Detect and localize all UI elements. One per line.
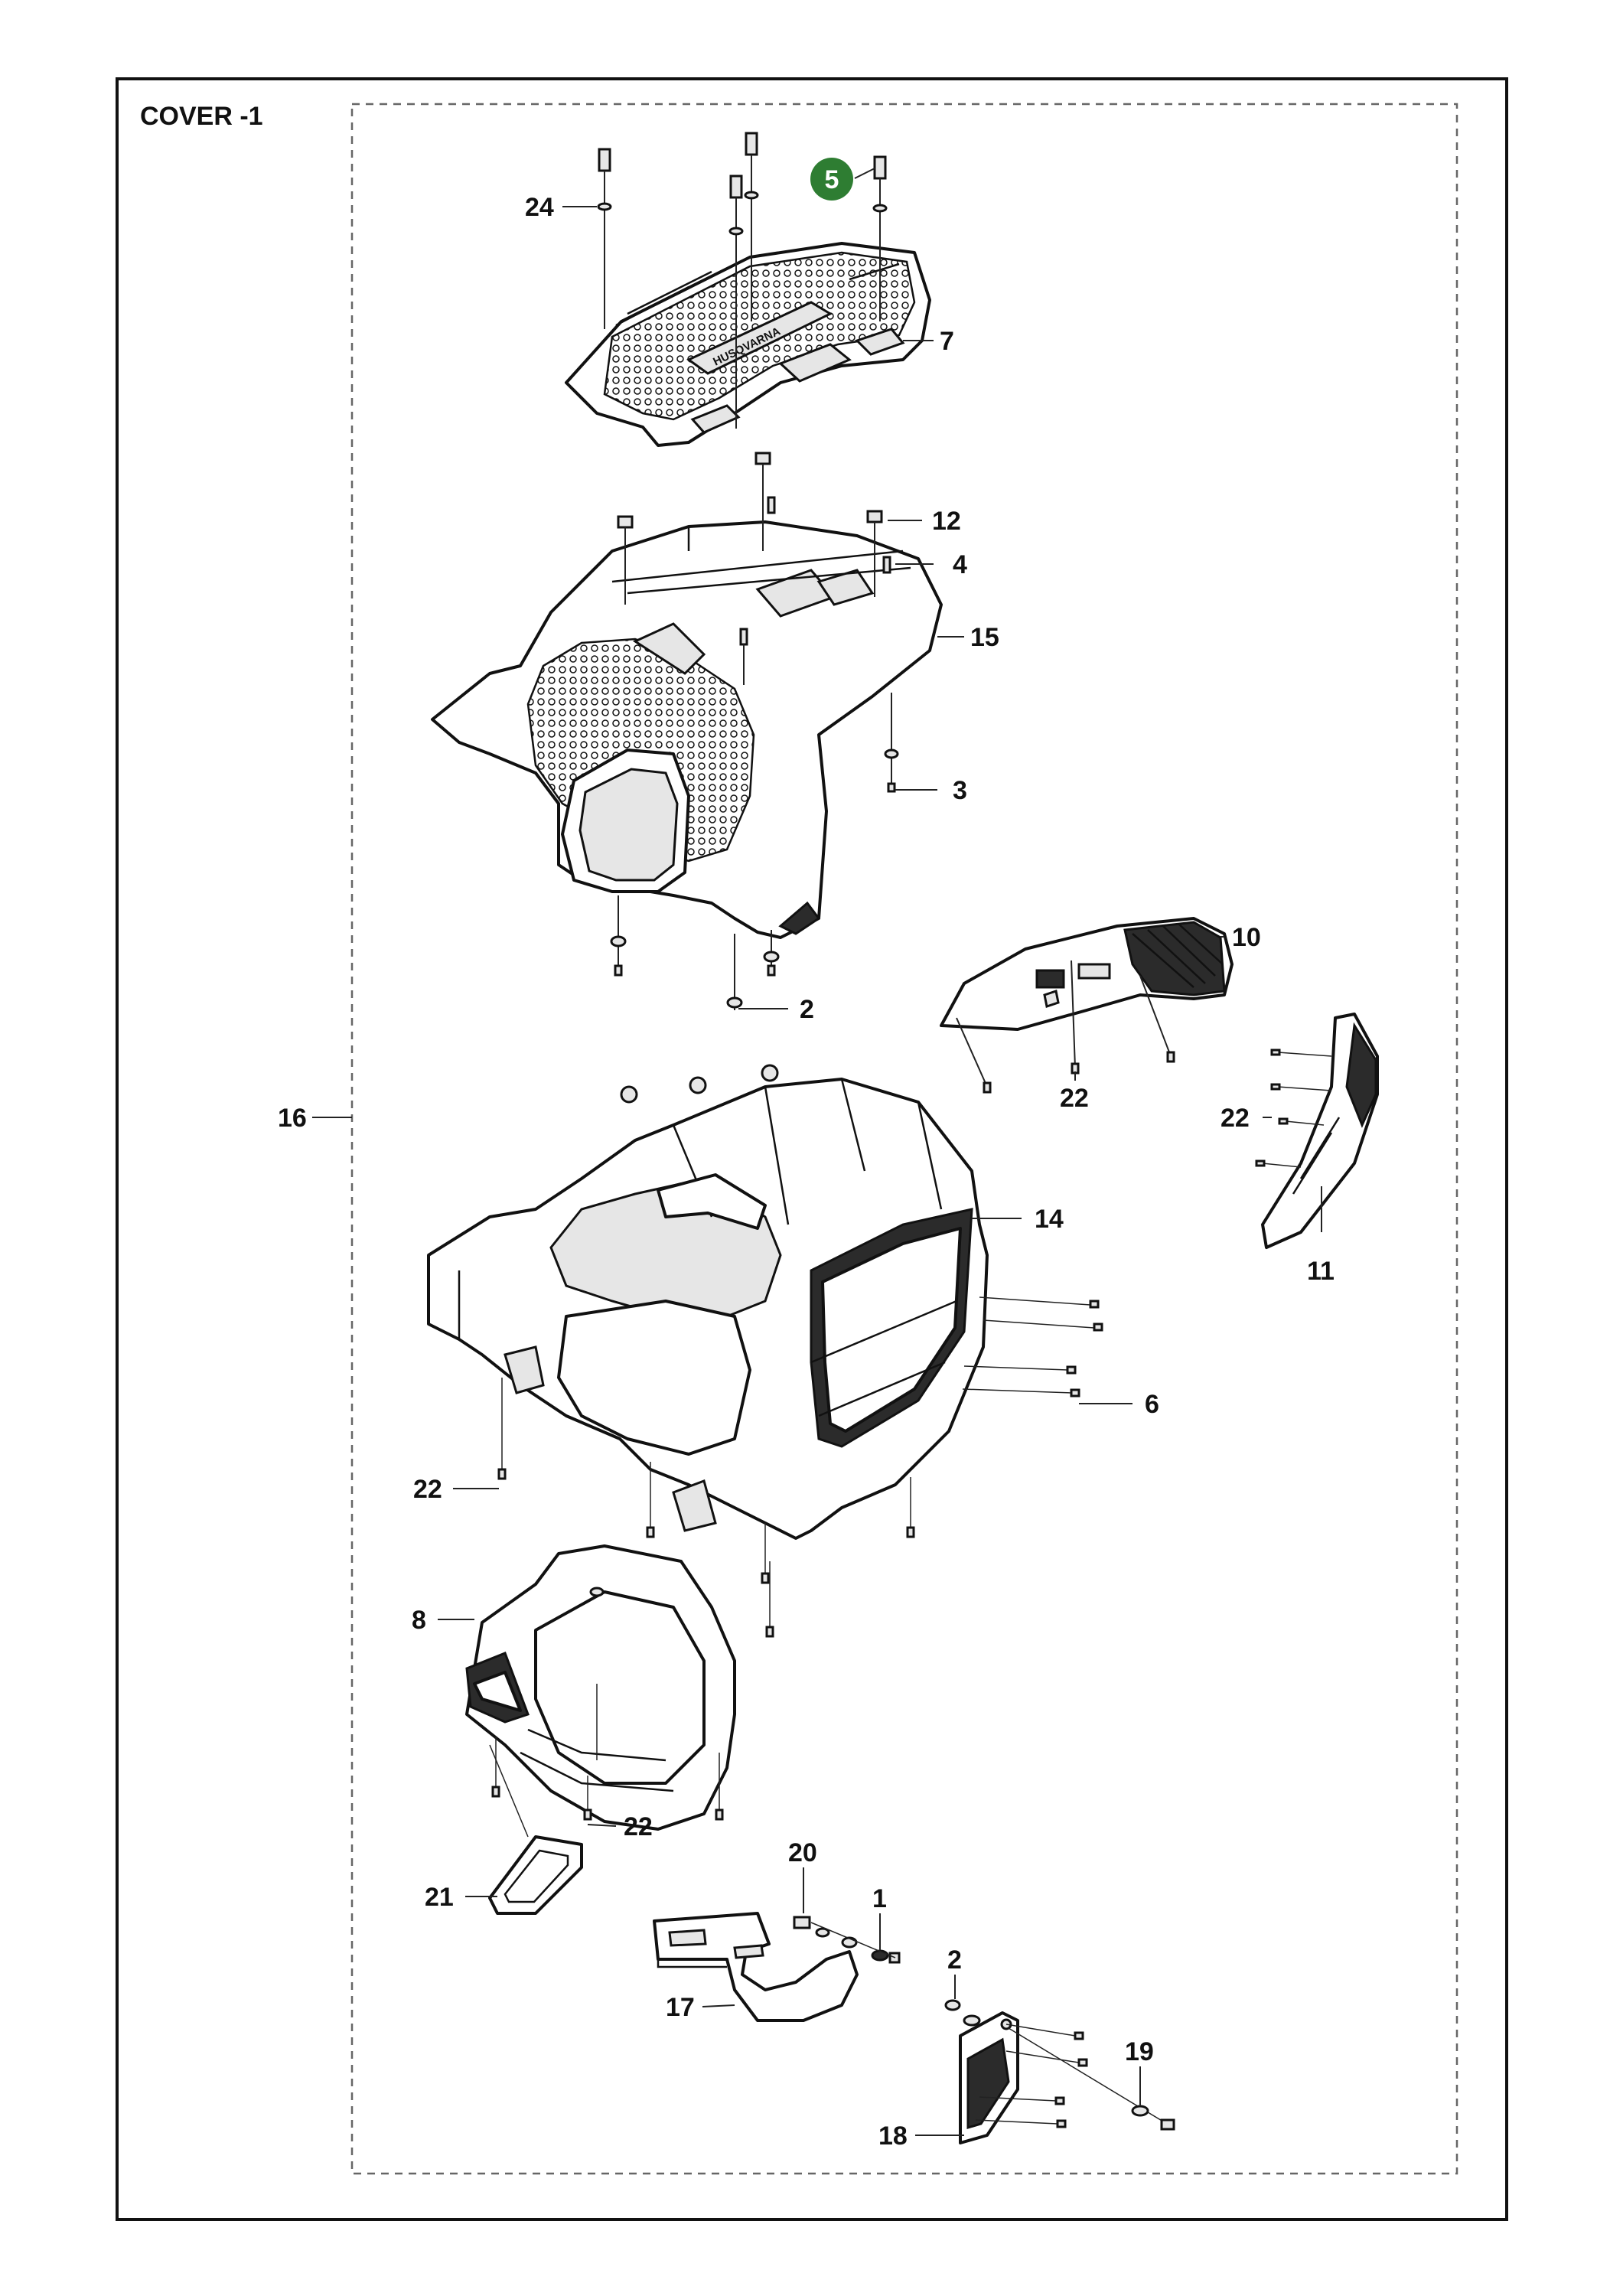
callout-18: 18 [878,2122,908,2151]
callout-17: 17 [666,1993,695,2022]
callout-19: 19 [1125,2037,1154,2066]
callout-2-upper: 2 [800,995,814,1024]
part-7-top-cover: HUSQVARNA [565,242,931,447]
callout-20: 20 [788,1838,817,1867]
callout-22-light-strip: 22 [1221,1104,1250,1133]
callout-labels: 24 5 7 12 4 15 3 2 10 22 22 16 14 11 6 2… [278,158,1335,2151]
callout-6: 6 [1145,1390,1159,1419]
callout-15: 15 [970,623,999,652]
part-10-side-panel [940,917,1234,1094]
callout-24: 24 [525,193,554,222]
part-14-chassis [427,1064,989,1540]
callout-2-lower: 2 [947,1945,962,1975]
callout-4: 4 [953,550,967,579]
callout-22-side-panel: 22 [1060,1084,1089,1113]
body-cover-fasteners [610,452,899,1010]
part-17-bracket [653,1912,859,2022]
part-11-light-strip [1255,1013,1379,1249]
chassis-fasteners [497,1296,1103,1638]
callout-5: 5 [825,165,839,194]
callout-22-liner: 22 [624,1812,653,1841]
callout-8: 8 [412,1606,426,1635]
part-18-mount [944,1999,1175,2144]
callout-11: 11 [1307,1257,1335,1286]
callout-16: 16 [278,1104,307,1133]
callout-14: 14 [1035,1205,1064,1234]
callout-10: 10 [1232,923,1261,952]
part-21-gasket [488,1744,583,1915]
bracket-fasteners [793,1916,901,1964]
callout-21: 21 [425,1883,454,1912]
top-cover-screws [597,132,888,429]
assembly-boundary [350,103,1458,2175]
callout-3: 3 [953,776,967,805]
section-title: COVER -1 [140,102,263,131]
callout-12: 12 [932,507,961,536]
leader-lines [312,168,1322,2136]
callout-1: 1 [872,1884,887,1913]
page-frame [116,77,1508,2221]
callout-5-highlight [810,158,853,201]
callout-7: 7 [940,327,954,356]
part-15-body-cover [431,520,943,939]
callout-22-chassis: 22 [413,1475,442,1504]
part-8-inner-liner [465,1544,736,1831]
